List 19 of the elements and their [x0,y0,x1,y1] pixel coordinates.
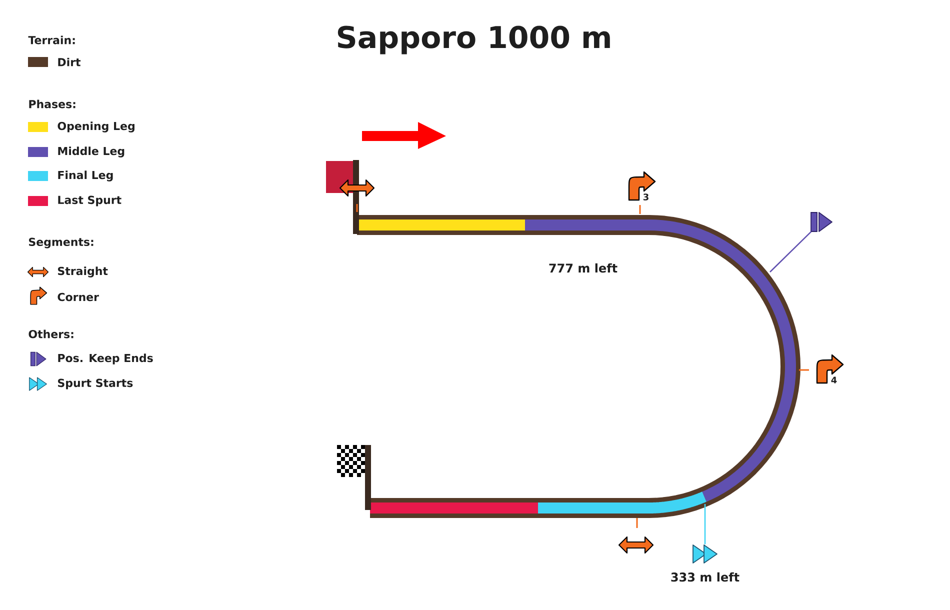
leader-line [770,231,812,272]
distance-label: 333 m left [671,572,740,582]
legend-label: Final Leg [58,170,113,182]
fast-forward-icon [692,544,718,564]
legend-label: Opening Leg [58,122,134,132]
end-marker-icon [810,212,832,232]
distance-label: 777 m left [549,263,618,273]
legend-label: Spurt Starts [58,378,133,390]
legend-heading: Phases: [29,100,76,108]
legend-label: Middle Leg [58,146,124,158]
legend-heading: Terrain: [28,36,75,44]
legend-heading: Segments: [29,238,94,248]
legend-label: Corner [58,292,99,302]
legend-label: Dirt [58,58,81,66]
title: Sapporo 1000 m [338,26,610,54]
legend-label: Straight [58,266,108,278]
legend-label: Pos. Keep Ends [58,354,153,364]
legend-label: Last Spurt [58,196,122,206]
legend-heading: Others: [28,330,74,338]
